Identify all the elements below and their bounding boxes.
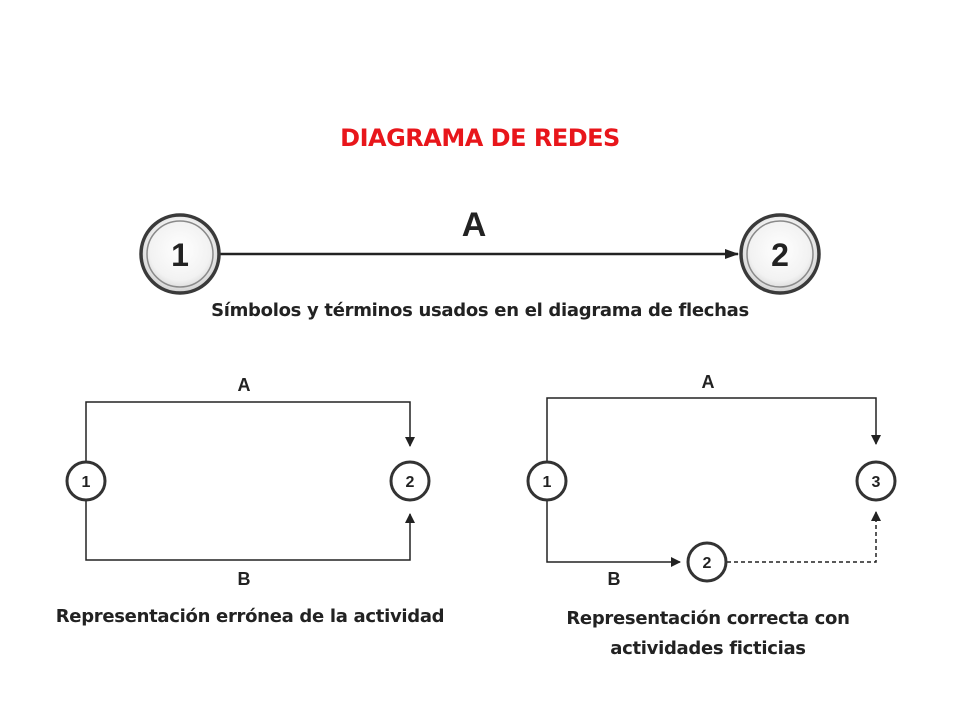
right-diagram-caption: Representación correcta con actividades … (488, 604, 928, 664)
left-node-1: 1 (65, 460, 107, 502)
right-node-1-label: 1 (543, 474, 552, 491)
right-label-b: B (608, 569, 621, 589)
left-node-1-label: 1 (82, 474, 91, 491)
right-node-2-label: 2 (703, 555, 712, 572)
right-dummy-activity-path (727, 511, 881, 563)
right-node-3-label: 3 (872, 474, 881, 491)
right-activity-a-path (546, 397, 881, 462)
left-activity-a-path (85, 401, 415, 462)
left-activity-b-path (85, 500, 415, 561)
right-activity-b-path (546, 500, 681, 567)
right-label-a: A (702, 372, 715, 392)
node-end: 2 (739, 213, 821, 295)
node-start: 1 (139, 213, 221, 295)
left-node-2-label: 2 (406, 474, 415, 491)
activity-a-label: A (462, 206, 487, 244)
page-title: DIAGRAMA DE REDES (340, 124, 620, 152)
main-diagram: A 1 2 (139, 206, 821, 295)
right-diagram: A B 1 2 3 (526, 372, 897, 589)
left-diagram-caption: Representación errónea de la actividad (55, 606, 445, 627)
right-node-2: 2 (686, 541, 728, 583)
right-caption-line1: Representación correcta con (566, 608, 850, 629)
left-diagram: A B 1 2 (65, 375, 431, 589)
node-start-label: 1 (171, 237, 189, 273)
right-caption-line2: actividades ficticias (610, 638, 806, 659)
right-node-3: 3 (855, 460, 897, 502)
node-end-label: 2 (771, 237, 789, 273)
right-node-1: 1 (526, 460, 568, 502)
left-label-a: A (238, 375, 251, 395)
main-diagram-caption: Símbolos y términos usados en el diagram… (211, 300, 749, 321)
left-label-b: B (238, 569, 251, 589)
left-node-2: 2 (389, 460, 431, 502)
